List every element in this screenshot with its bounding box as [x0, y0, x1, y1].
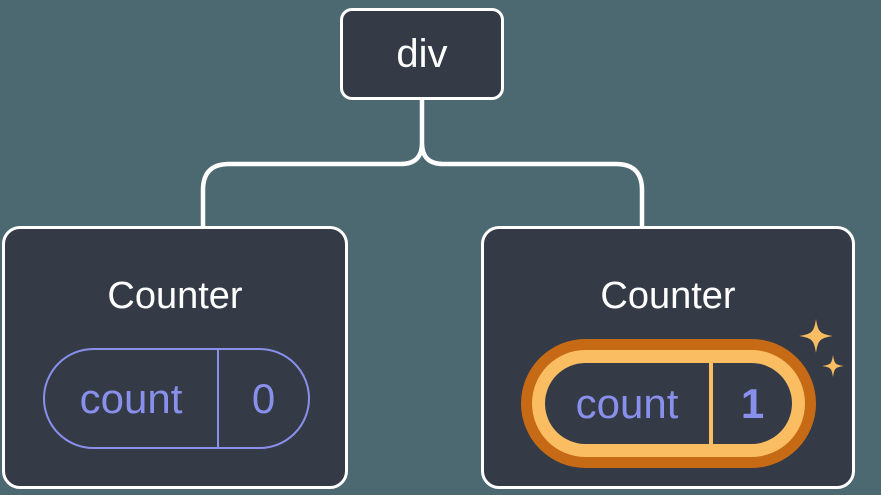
sparkle-small	[822, 355, 844, 377]
state-key-label: count	[575, 379, 679, 427]
component-title: Counter	[107, 275, 243, 317]
component-title: Counter	[600, 275, 736, 317]
sparkles-icon	[799, 319, 844, 377]
state-key-section: count	[45, 350, 219, 447]
root-node-label: div	[396, 31, 448, 76]
state-pill-highlight-ring: count 1	[532, 350, 805, 457]
state-pill-body: count 1	[545, 363, 792, 444]
state-pill: count 0	[43, 348, 310, 449]
counter-card-right: Counter count 1	[481, 226, 855, 489]
state-pill-highlighted: count 1	[521, 339, 816, 468]
sparkle-large	[799, 319, 833, 353]
root-node-div: div	[340, 8, 504, 100]
counter-card-left: Counter count 0	[2, 226, 348, 489]
state-value-section: 1	[713, 363, 792, 444]
state-value: 0	[251, 374, 276, 422]
pill-divider	[709, 363, 713, 444]
state-value-section: 0	[219, 350, 308, 447]
state-value: 1	[740, 379, 765, 427]
connector-path	[200, 99, 645, 228]
state-key-section: count	[545, 363, 709, 444]
state-key-label: count	[79, 374, 183, 422]
